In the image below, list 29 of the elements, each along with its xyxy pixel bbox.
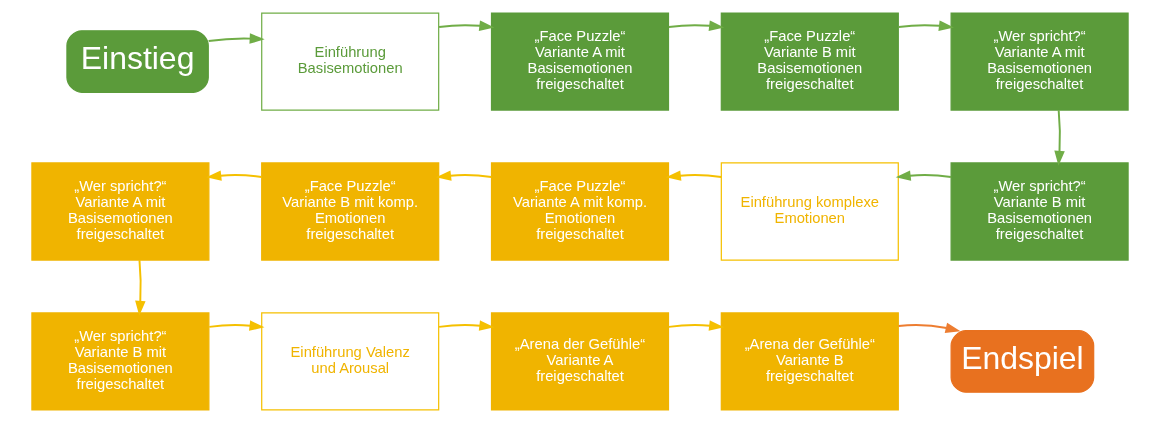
arrow (437, 20, 494, 31)
node-box: Endspiel (950, 330, 1094, 393)
arrow (667, 320, 724, 331)
node-box: „Face Puzzle“ Variante A mit komp. Emotionen freigeschaltet (490, 162, 669, 261)
arrow (437, 320, 494, 331)
arrow (435, 170, 492, 181)
node-box: „Face Puzzle“ Variante A mit Basisemotionen freigeschaltet (490, 12, 669, 111)
arrow (134, 259, 146, 316)
node-box: „Arena der Gefühle“ Variante B freigeschaltet (720, 312, 899, 411)
node-box: „Face Puzzle“ Variante B mit Basisemotionen freigeschaltet (720, 12, 899, 111)
arrow (207, 33, 265, 44)
node-box: „Wer spricht?“ Variante B mit Basisemotionen freigeschaltet (30, 312, 209, 411)
arrow (1053, 109, 1065, 166)
arrow (205, 170, 263, 181)
arrow (897, 322, 961, 333)
arrow (207, 320, 265, 331)
node-box: Einführung Basisemotionen (260, 12, 439, 111)
node-box: „Face Puzzle“ Variante B mit komp. Emotionen freigeschaltet (260, 162, 439, 261)
node-box: „Arena der Gefühle“ Variante A freigeschaltet (490, 312, 669, 411)
node-box: „Wer spricht?“ Variante A mit Basisemotionen freigeschaltet (950, 12, 1129, 111)
arrow (895, 170, 952, 181)
arrow (667, 20, 724, 31)
arrow (897, 20, 954, 31)
node-box: Einstieg (65, 30, 209, 93)
node-box: Einführung komplexe Emotionen (720, 162, 899, 261)
node-box: „Wer spricht?“ Variante B mit Basisemotionen freigeschaltet (950, 162, 1129, 261)
node-box: Einführung Valenz und Arousal (260, 312, 439, 411)
arrow (665, 170, 722, 181)
node-box: „Wer spricht?“ Variante A mit Basisemotionen freigeschaltet (30, 162, 209, 261)
